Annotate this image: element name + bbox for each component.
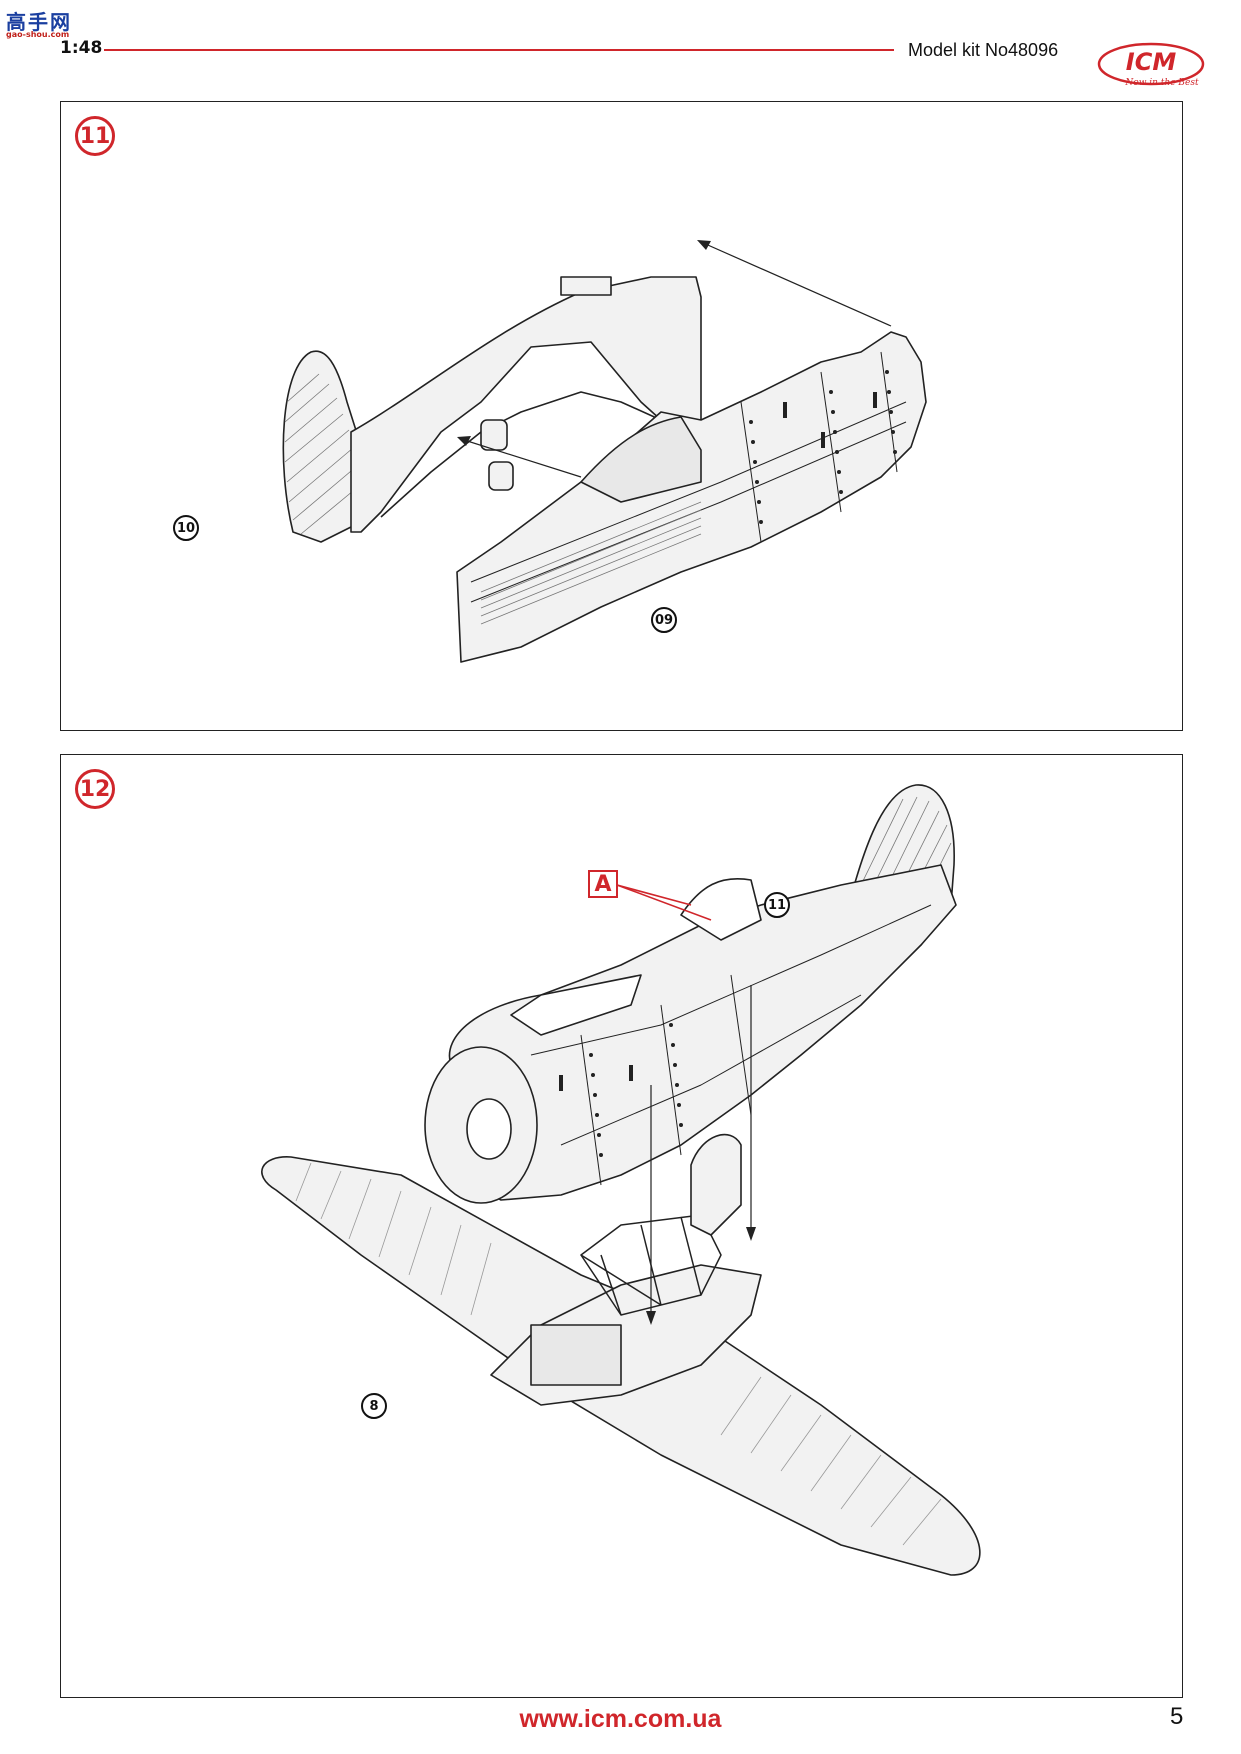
watermark-text: 高手网 <box>6 10 72 34</box>
part-number-09: 09 <box>651 607 677 633</box>
logo-text: ICM <box>1126 48 1177 76</box>
header-divider <box>104 49 894 51</box>
part-number-11: 11 <box>764 892 790 918</box>
wing-cockpit-assembly-illustration <box>261 884 981 1576</box>
footer-url[interactable]: www.icm.com.ua <box>519 1705 722 1733</box>
watermark-subtext: gao-shou.com <box>6 30 70 39</box>
step-12-panel: 12 <box>60 754 1183 1698</box>
step-11-panel: 11 <box>60 101 1183 731</box>
page-number: 5 <box>1170 1703 1184 1730</box>
paint-callout-A: A <box>588 870 618 898</box>
scale-label: 1:48 <box>60 38 103 58</box>
logo-tagline: Now in the Best <box>1124 78 1199 88</box>
step-number-badge: 11 <box>75 116 115 156</box>
part-09-fuselage-half-illustration <box>456 240 927 663</box>
step-number-badge: 12 <box>75 769 115 809</box>
part-number-8: 8 <box>361 1393 387 1419</box>
assembled-fuselage-illustration <box>424 784 957 1204</box>
watermark-logo: 高手网 gao-shou.com <box>6 6 76 40</box>
icm-logo: ICM Now in the Best <box>1096 38 1206 90</box>
model-kit-number: Model kit No48096 <box>908 40 1059 60</box>
icm-logo-icon: ICM Now in the Best <box>1097 42 1205 88</box>
part-10-fuselage-half-illustration <box>282 276 702 543</box>
part-number-10: 10 <box>173 515 199 541</box>
